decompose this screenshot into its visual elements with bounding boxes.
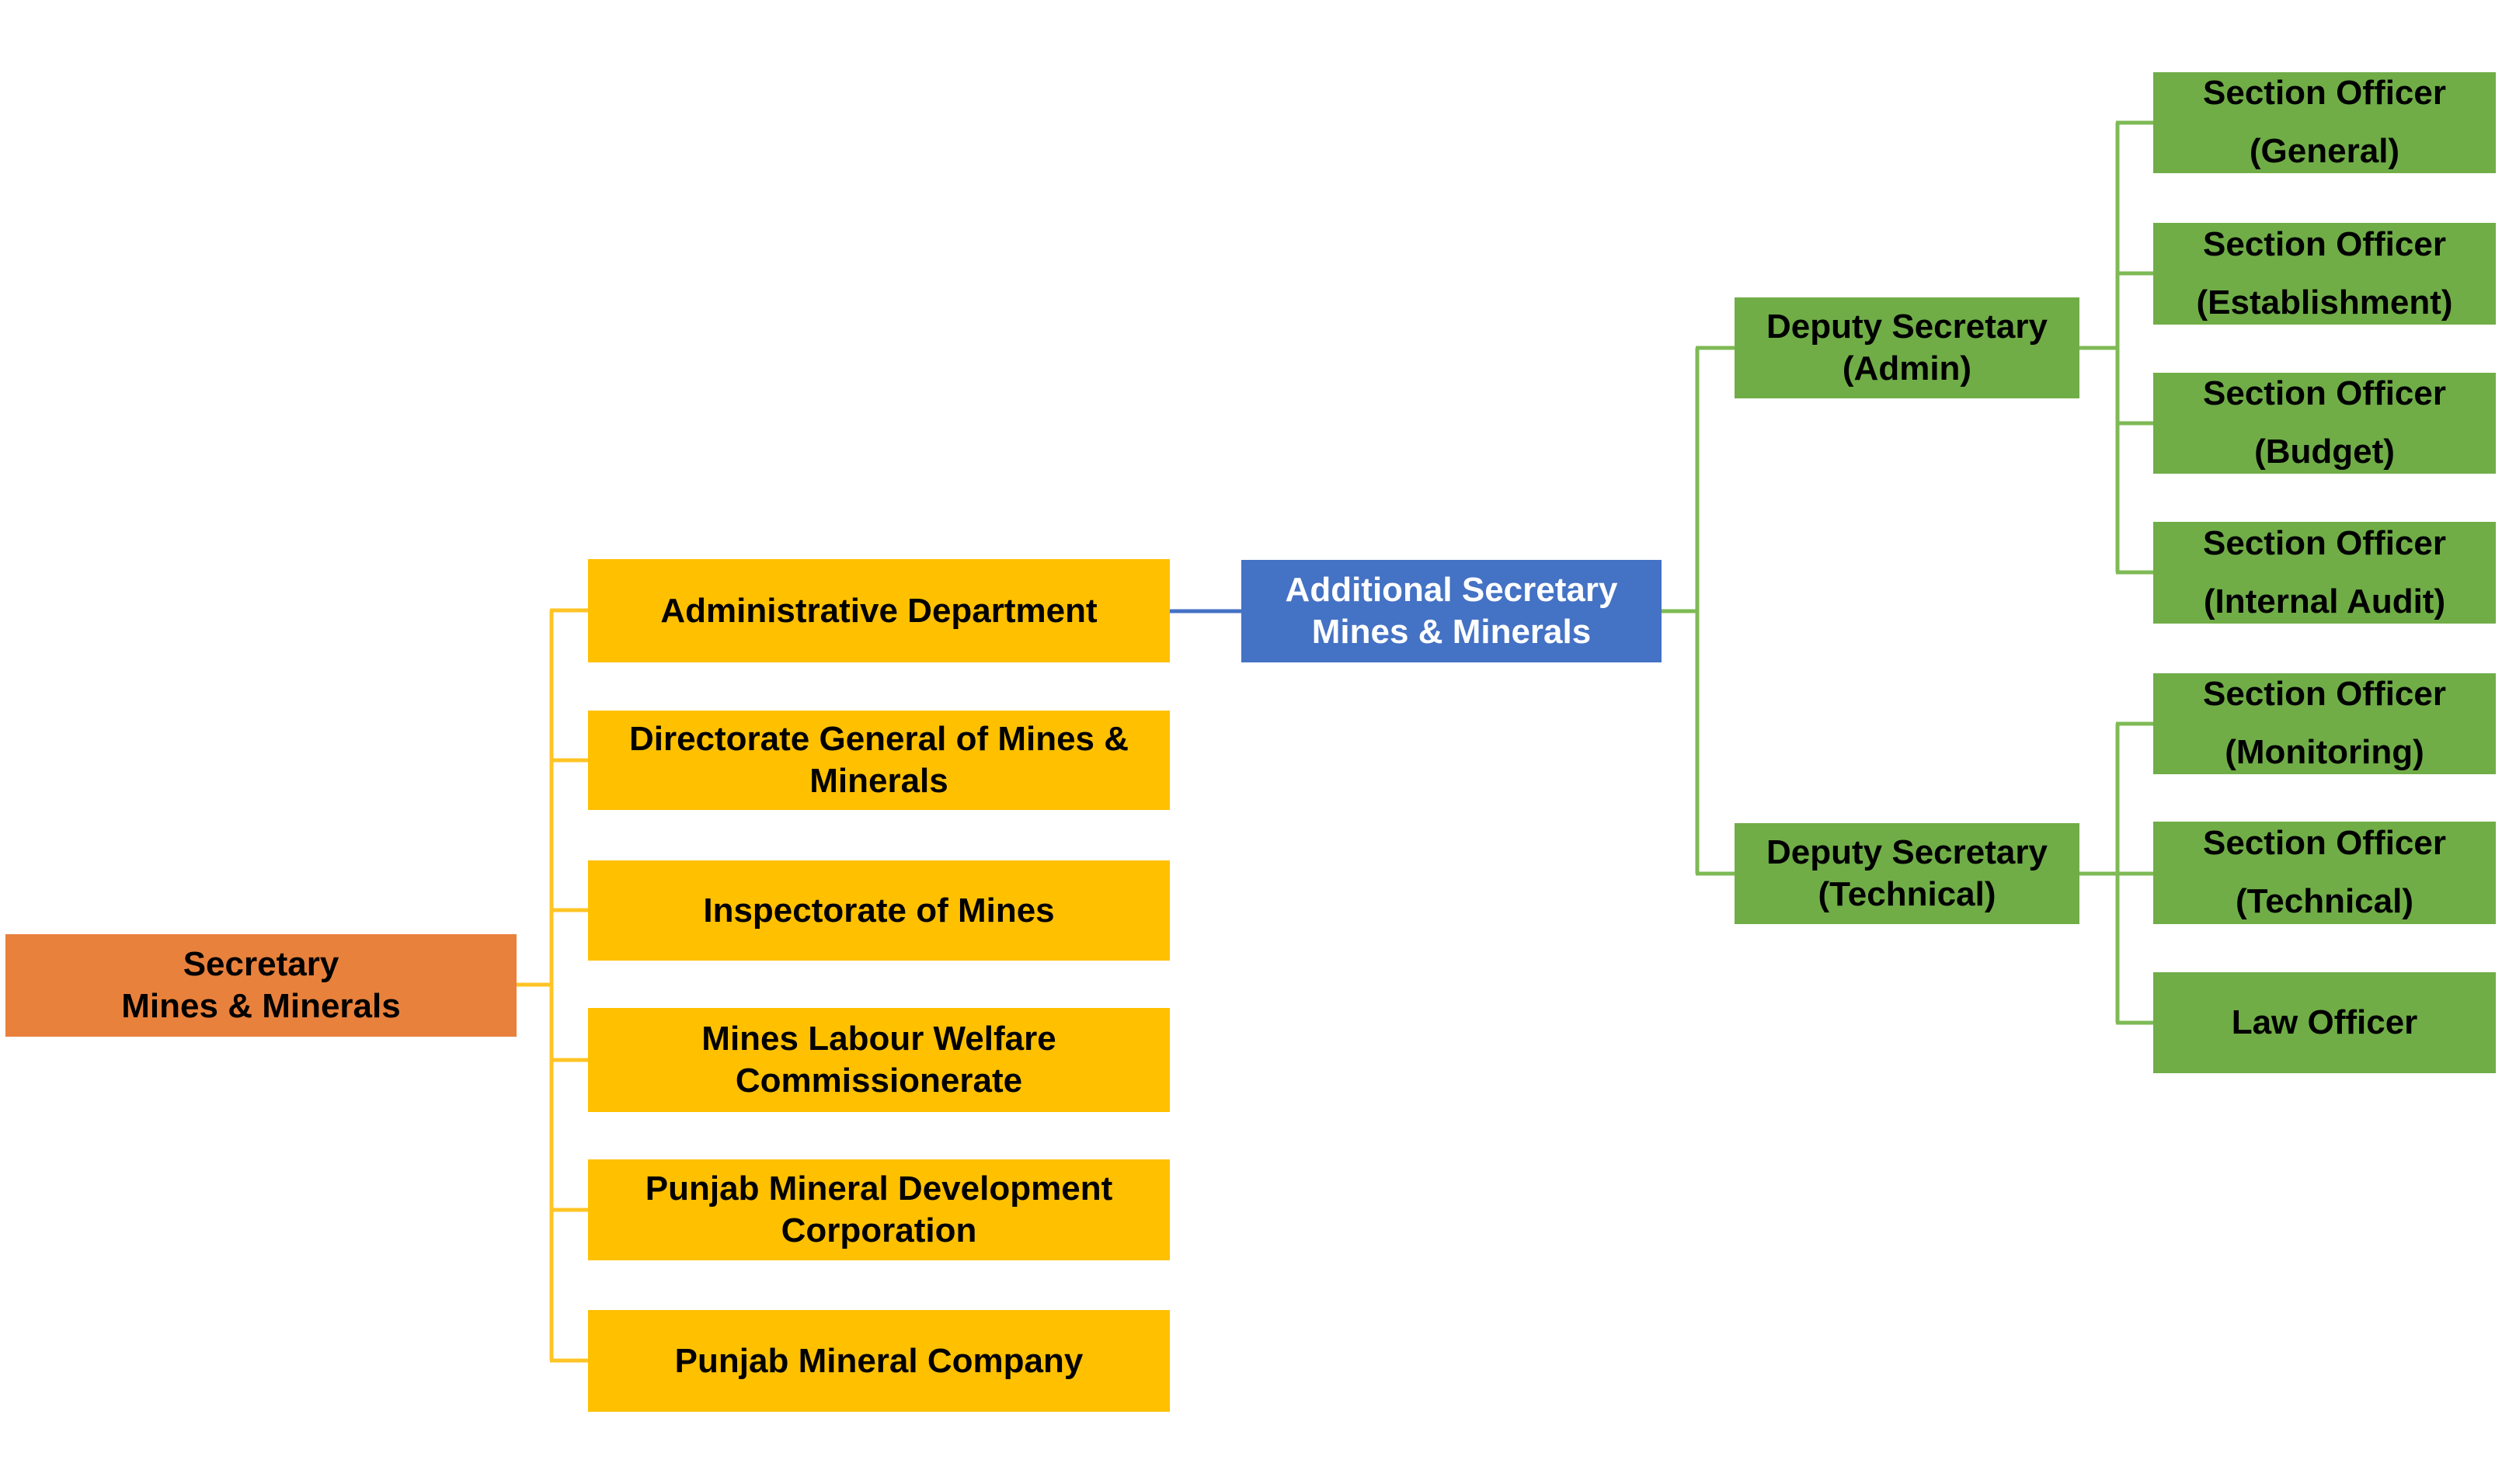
node-section-officer-establishment: Section Officer (Establishment) (2153, 223, 2496, 325)
node-law-officer: Law Officer (2153, 972, 2496, 1073)
node-secretary: Secretary Mines & Minerals (5, 934, 517, 1037)
node-label: Section Officer (General) (2203, 74, 2446, 170)
node-label: Additional Secretary Mines & Minerals (1285, 571, 1618, 651)
node-label: Punjab Mineral Development Corporation (645, 1169, 1113, 1249)
node-section-officer-internal-audit: Section Officer (Internal Audit) (2153, 522, 2496, 624)
node-label: Deputy Secretary (Technical) (1766, 833, 2048, 913)
node-label: Law Officer (2231, 1003, 2418, 1042)
node-label: Secretary Mines & Minerals (121, 945, 401, 1025)
node-label: Punjab Mineral Company (674, 1341, 1084, 1380)
node-label: Mines Labour Welfare Commissionerate (701, 1020, 1056, 1100)
node-label: Section Officer (Budget) (2203, 374, 2446, 471)
node-label: Section Officer (Technical) (2203, 824, 2446, 920)
node-additional-secretary: Additional Secretary Mines & Minerals (1241, 560, 1662, 662)
node-label: Administrative Department (660, 591, 1098, 630)
node-label: Directorate General of Mines & Minerals (628, 720, 1129, 800)
node-label: Section Officer (Internal Audit) (2203, 523, 2446, 620)
node-deputy-secretary-admin: Deputy Secretary (Admin) (1735, 297, 2079, 398)
node-punjab-mineral-company: Punjab Mineral Company (588, 1310, 1170, 1412)
node-section-officer-technical: Section Officer (Technical) (2153, 822, 2496, 924)
node-label: Deputy Secretary (Admin) (1766, 308, 2048, 388)
node-section-officer-budget: Section Officer (Budget) (2153, 373, 2496, 474)
node-deputy-secretary-technical: Deputy Secretary (Technical) (1735, 823, 2079, 924)
node-punjab-mineral-development: Punjab Mineral Development Corporation (588, 1159, 1170, 1260)
node-label: Section Officer (Establishment) (2196, 224, 2453, 321)
node-mines-labour-welfare: Mines Labour Welfare Commissionerate (588, 1008, 1170, 1112)
node-label: Section Officer (Monitoring) (2203, 675, 2446, 771)
node-section-officer-general: Section Officer (General) (2153, 72, 2496, 173)
node-administrative-department: Administrative Department (588, 559, 1170, 662)
node-section-officer-monitoring: Section Officer (Monitoring) (2153, 673, 2496, 774)
node-inspectorate-of-mines: Inspectorate of Mines (588, 860, 1170, 961)
node-directorate-general: Directorate General of Mines & Minerals (588, 711, 1170, 810)
node-label: Inspectorate of Mines (703, 891, 1055, 930)
